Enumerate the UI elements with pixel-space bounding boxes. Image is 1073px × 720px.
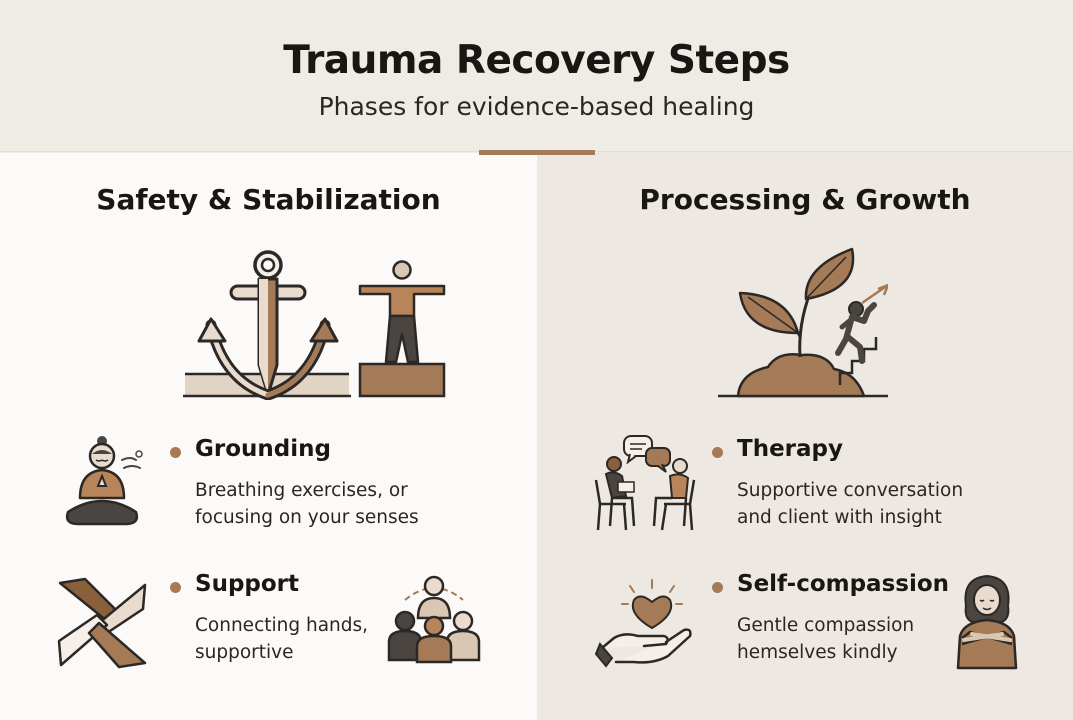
support-title: Support: [195, 571, 300, 597]
header: Trauma Recovery Steps Phases for evidenc…: [0, 0, 1073, 152]
therapy-session-icon: [594, 435, 696, 531]
grounding-description: Breathing exercises, or focusing on your…: [195, 477, 465, 531]
self-compassion-title: Self-compassion: [737, 571, 950, 597]
grounding-desc-line-1: Breathing exercises, or: [195, 480, 408, 501]
self-compassion-desc-line-2: hemselves kindly: [737, 642, 898, 663]
grounding-title: Grounding: [195, 436, 331, 462]
page-title: Trauma Recovery Steps: [283, 38, 790, 83]
therapy-description: Supportive conversation and client with …: [737, 477, 1007, 531]
grounding-desc-line-2: focusing on your senses: [195, 507, 419, 528]
stacked-hands-icon: [57, 577, 147, 669]
support-description: Connecting hands, supportive: [195, 612, 465, 666]
anchor-icon: [183, 250, 351, 400]
self-compassion-description: Gentle compassion hemselves kindly: [737, 612, 1007, 666]
therapy-bullet: [712, 447, 723, 458]
support-bullet: [170, 582, 181, 593]
left-column-title: Safety & Stabilization: [96, 183, 441, 216]
self-compassion-desc-line-1: Gentle compassion: [737, 615, 915, 636]
self-compassion-bullet: [712, 582, 723, 593]
therapy-desc-line-1: Supportive conversation: [737, 480, 964, 501]
support-desc-line-2: supportive: [195, 642, 294, 663]
meditation-icon: [65, 436, 143, 526]
group-icon: [387, 575, 481, 664]
therapy-title: Therapy: [737, 436, 843, 462]
right-column-title: Processing & Growth: [639, 183, 971, 216]
page-subtitle: Phases for evidence-based healing: [318, 92, 755, 121]
self-hug-icon: [956, 574, 1018, 670]
balanced-person-icon: [358, 260, 446, 398]
grounding-bullet: [170, 447, 181, 458]
therapy-desc-line-2: and client with insight: [737, 507, 942, 528]
support-desc-line-1: Connecting hands,: [195, 615, 369, 636]
heart-hand-icon: [594, 579, 692, 668]
divider-accent: [479, 150, 595, 155]
sprout-climber-icon: [718, 247, 888, 398]
